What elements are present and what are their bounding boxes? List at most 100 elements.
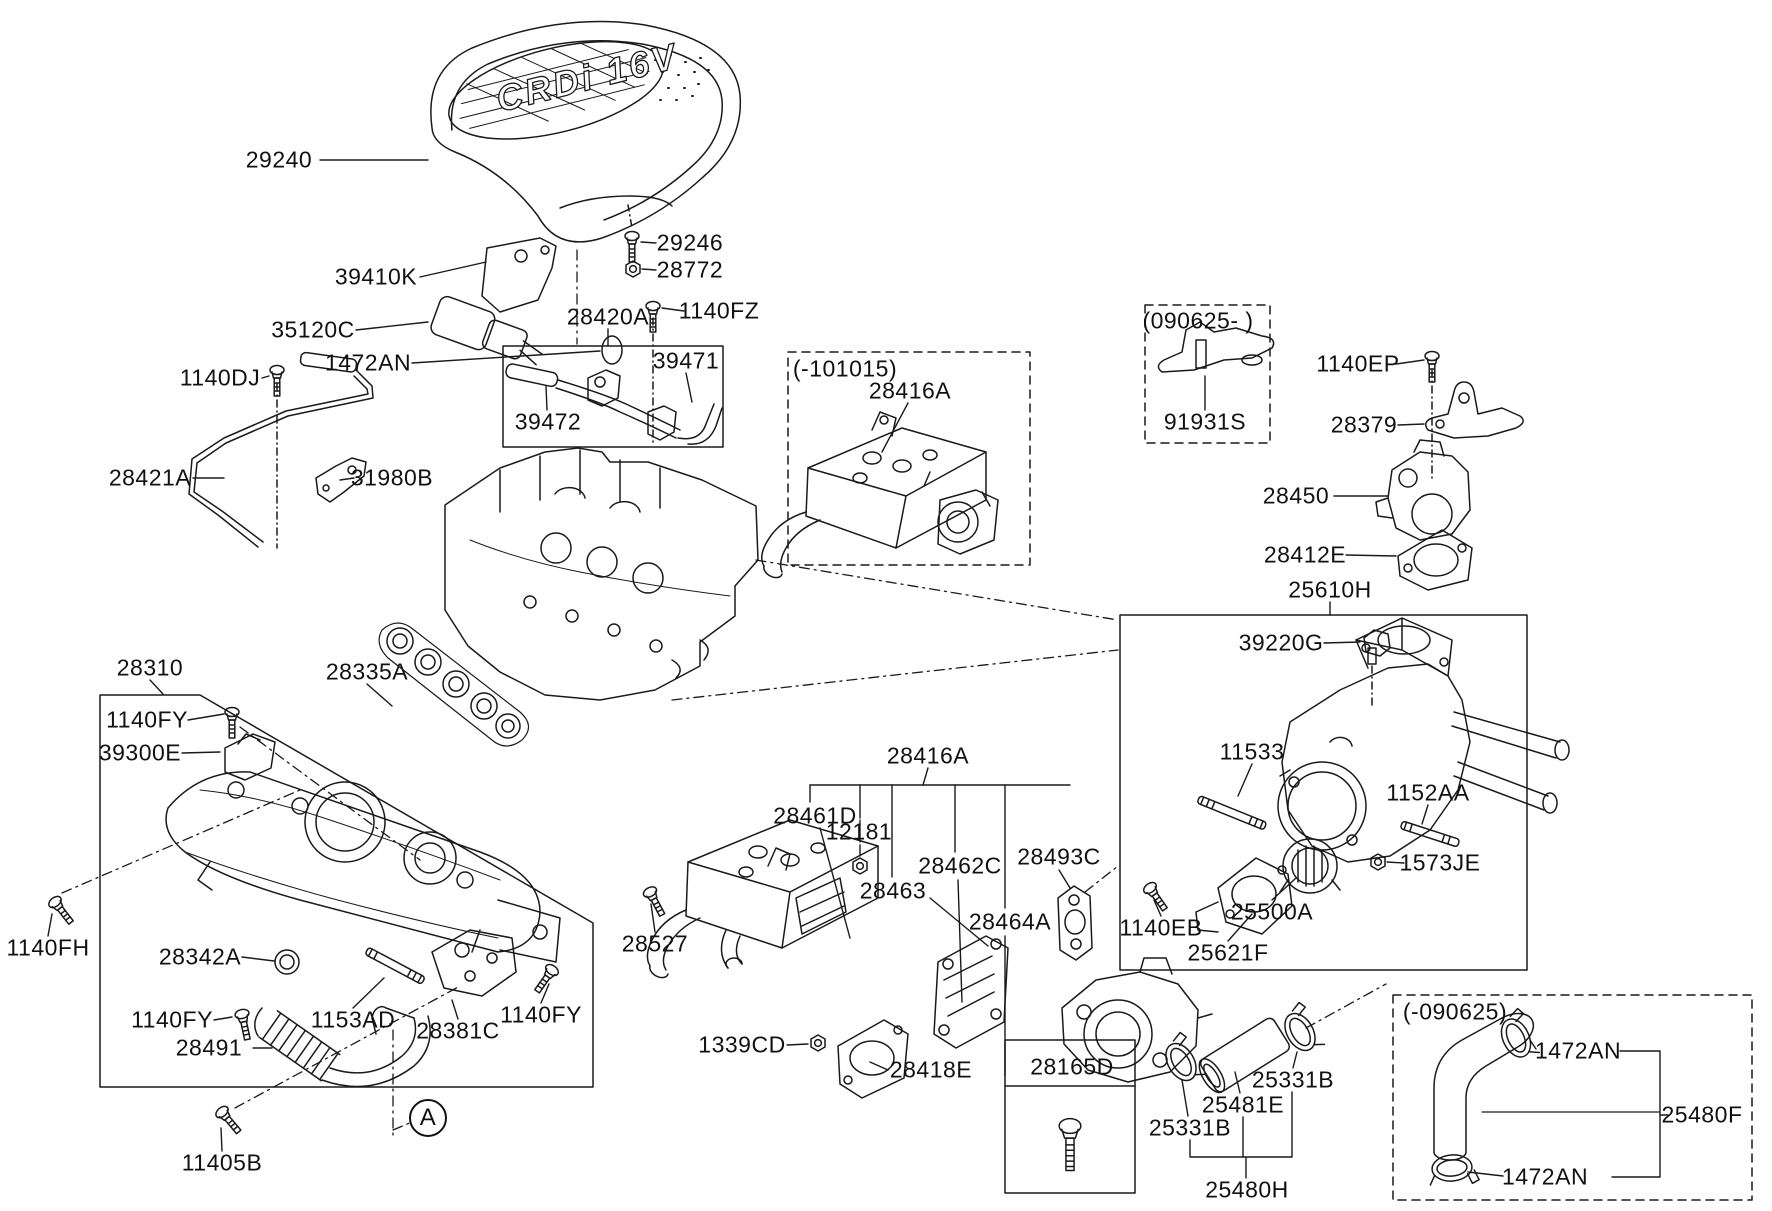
- callout-box-28420a: [503, 346, 723, 447]
- part-label-31980b: 31980B: [350, 464, 434, 491]
- alignment-centerlines: [62, 250, 1386, 1136]
- gasket-28412e-sketch: [1398, 530, 1472, 590]
- part-label-1140fh: 1140FH: [6, 934, 90, 961]
- hose-25481e-sketch: [1194, 1016, 1291, 1096]
- part-label-090625: (-090625): [1402, 998, 1508, 1025]
- part-label-25480f: 25480F: [1661, 1101, 1743, 1128]
- hose-assy-28420a-sketch: [505, 363, 722, 444]
- bracket-31980b-sketch: [316, 458, 366, 502]
- part-label-28527: 28527: [621, 930, 689, 957]
- part-label-25500a: 25500A: [1230, 898, 1314, 925]
- part-label-28463: 28463: [859, 877, 927, 904]
- part-label-28381c: 28381C: [416, 1017, 500, 1044]
- part-label-1153ad: 1153AD: [310, 1006, 396, 1033]
- bolt-29246: [624, 230, 640, 263]
- part-label-28461d: 28461D: [773, 802, 857, 829]
- part-label-28165d: 28165D: [1030, 1053, 1114, 1080]
- part-label-1152aa: 1152AA: [1386, 779, 1470, 806]
- bolt-1140eb: [1140, 879, 1172, 915]
- part-label-28379: 28379: [1330, 411, 1398, 438]
- part-label-101015: (-101015): [792, 355, 898, 382]
- part-label-28416a: 28416A: [886, 742, 970, 769]
- oring-28342a: [275, 950, 299, 974]
- part-label-28450: 28450: [1262, 482, 1330, 509]
- part-label-39300e: 39300E: [98, 739, 182, 766]
- part-label-35120c: 35120C: [271, 316, 355, 343]
- part-label-1140fy: 1140FY: [500, 1001, 582, 1028]
- part-label-1140fy: 1140FY: [131, 1006, 213, 1033]
- callout-box-post-090625: [1145, 305, 1270, 443]
- bolt-28165d: [1059, 1119, 1081, 1171]
- stud-1153ad-sketch: [365, 947, 425, 984]
- part-label-28335a: 28335A: [325, 658, 409, 685]
- nut-1573je: [1370, 853, 1386, 871]
- part-label-11405b: 11405B: [181, 1149, 263, 1176]
- part-label-39472: 39472: [514, 408, 582, 435]
- gasket-28493c-sketch: [1058, 886, 1092, 960]
- part-label-1472an: 1472AN: [1534, 1037, 1622, 1064]
- egr-cooler-current-sketch: [647, 820, 878, 978]
- callout-box-pre-101015: [788, 352, 1030, 565]
- part-label-090625: (090625- ): [1142, 307, 1254, 334]
- part-label-1339cd: 1339CD: [698, 1031, 786, 1058]
- part-label-1140ep: 1140EP: [1316, 350, 1400, 377]
- solenoid-35120c-sketch: [429, 294, 622, 371]
- egr-valve-28450-sketch: [1376, 440, 1470, 540]
- part-label-39220g: 39220G: [1238, 629, 1324, 656]
- sensor-39300e-sketch: [225, 734, 275, 780]
- part-label-28418e: 28418E: [889, 1056, 973, 1083]
- part-label-28491: 28491: [175, 1034, 243, 1061]
- part-label-1140dj: 1140DJ: [179, 364, 261, 391]
- purge-pipe-28421a-sketch: [189, 352, 373, 547]
- part-label-28772: 28772: [656, 256, 724, 283]
- part-label-11533: 11533: [1219, 738, 1285, 765]
- part-label-28310: 28310: [116, 654, 184, 681]
- intake-manifold-sketch: [166, 772, 560, 962]
- bolt-28527: [640, 883, 670, 919]
- gasket-28418e-sketch: [838, 1020, 908, 1098]
- part-label-1140fy: 1140FY: [106, 706, 188, 733]
- oring-28342a-inner: [280, 955, 294, 969]
- stud-11533-sketch: [1197, 796, 1267, 830]
- part-label-25480h: 25480H: [1205, 1176, 1289, 1203]
- stud-1152aa-sketch: [1400, 821, 1460, 847]
- egr-cooler-pre-sketch: [762, 412, 998, 578]
- part-label-1573je: 1573JE: [1399, 849, 1481, 876]
- part-label-28416a: 28416A: [868, 377, 952, 404]
- part-label-1472an: 1472AN: [1501, 1163, 1589, 1190]
- bracket-28381c-sketch: [432, 930, 516, 996]
- engine-cover-logo: CRDi 16V: [492, 35, 682, 120]
- part-label-1140eb: 1140EB: [1119, 914, 1203, 941]
- part-label-28493c: 28493C: [1017, 843, 1101, 870]
- inlet-25621f-sketch: [1196, 858, 1292, 934]
- clamp-1472an-bottom: [1427, 1152, 1481, 1188]
- engine-cover-sketch: [431, 22, 740, 242]
- nut-1339cd: [810, 1034, 826, 1052]
- leader-lines: [48, 160, 1668, 1178]
- detail-marker-a: A: [409, 1099, 447, 1137]
- part-label-25481e: 25481E: [1201, 1091, 1285, 1118]
- sensor-39220g-sketch: [1364, 630, 1390, 664]
- nut-12181: [852, 857, 868, 875]
- callout-box-pre-090625: [1393, 995, 1752, 1200]
- part-label-25610h: 25610H: [1288, 576, 1372, 603]
- nut-28772: [625, 260, 641, 278]
- callout-box-28165d: [1005, 1040, 1135, 1193]
- part-label-12181: 12181: [825, 818, 893, 845]
- clamp-25331b-right: [1274, 1000, 1327, 1060]
- bracket-39410k-sketch: [482, 238, 556, 312]
- engine-block-sketch: [445, 448, 758, 700]
- part-label-28420a: 28420A: [566, 303, 650, 330]
- gasket-28335a-sketch: [379, 623, 528, 746]
- part-label-25331b: 25331B: [1251, 1066, 1335, 1093]
- part-label-28342a: 28342A: [158, 943, 242, 970]
- part-label-28421a: 28421A: [108, 464, 192, 491]
- centerline: [628, 205, 632, 228]
- part-label-39410k: 39410K: [334, 263, 418, 290]
- part-label-28464a: 28464A: [968, 908, 1052, 935]
- egr-pipe-28491-sketch: [255, 1007, 430, 1087]
- bolt-11405b: [212, 1103, 245, 1138]
- part-label-1140fz: 1140FZ: [678, 297, 760, 324]
